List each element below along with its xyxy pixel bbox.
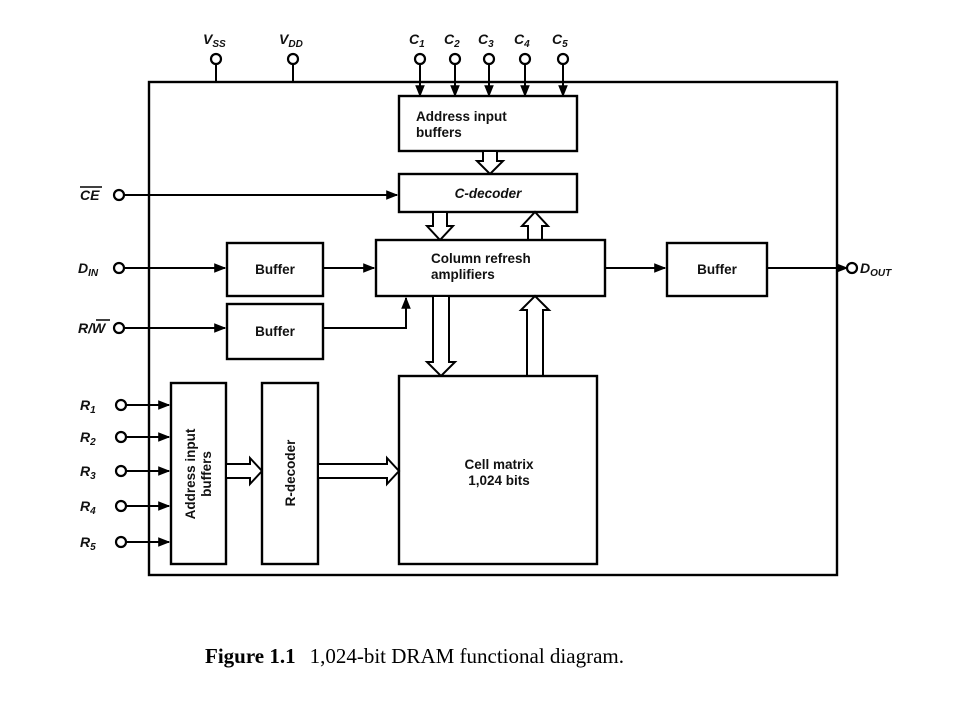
- pin-c4: C4: [514, 31, 532, 98]
- bus-rdecoder-to-cellmatrix: [317, 455, 401, 487]
- cell-matrix-line2: 1,024 bits: [468, 473, 530, 488]
- block-buffer-dout: Buffer: [665, 241, 769, 298]
- cell-matrix-line1: Cell matrix: [464, 457, 534, 472]
- pin-c2-label: C2: [444, 31, 460, 50]
- c-decoder-label: C-decoder: [455, 186, 523, 201]
- pin-dout: DOUT: [767, 260, 892, 279]
- bus-rowbuf-to-rdecoder: [225, 455, 264, 487]
- pin-c4-label: C4: [514, 31, 530, 50]
- pin-r1: R1: [80, 397, 171, 416]
- pin-vdd-label: VDD: [279, 31, 303, 50]
- pin-ce: CE: [80, 186, 399, 203]
- buffer-rw-label: Buffer: [255, 324, 295, 339]
- bus-colbuf-to-cdecoder: [474, 150, 506, 176]
- row-address-buffers-line1: Address input: [183, 428, 198, 519]
- pin-ce-label: CE: [80, 187, 100, 203]
- bus-colrefresh-to-cellmatrix: [424, 295, 458, 378]
- block-c-decoder: C-decoder: [397, 172, 579, 214]
- block-column-address-buffers: Address input buffers: [397, 94, 579, 153]
- bus-cellmatrix-to-colrefresh: [518, 294, 552, 377]
- buffer-din-label: Buffer: [255, 262, 295, 277]
- block-cell-matrix: Cell matrix 1,024 bits: [397, 374, 599, 566]
- pin-din: DIN: [78, 260, 227, 279]
- pin-r3-label: R3: [80, 463, 96, 482]
- pin-r4: R4: [80, 498, 171, 517]
- bus-colrefresh-to-cdecoder: [519, 210, 551, 241]
- pin-din-label: DIN: [78, 260, 99, 279]
- pin-c3-label: C3: [478, 31, 494, 50]
- pin-vss-label: VSS: [203, 31, 226, 50]
- figure-caption-label: Figure 1.1: [205, 644, 296, 668]
- r-decoder-label: R-decoder: [283, 439, 298, 507]
- buffer-dout-label: Buffer: [697, 262, 737, 277]
- column-address-buffers-line1: Address input: [416, 109, 507, 124]
- block-r-decoder: R-decoder: [260, 381, 320, 566]
- pin-vdd: VDD: [279, 31, 303, 82]
- pin-r5-label: R5: [80, 534, 96, 553]
- pin-r5: R5: [80, 534, 171, 553]
- row-address-buffers-line2: buffers: [199, 451, 214, 497]
- block-column-refresh-amplifiers: Column refresh amplifiers: [374, 238, 607, 298]
- pin-r4-label: R4: [80, 498, 96, 517]
- column-refresh-line1: Column refresh: [431, 251, 531, 266]
- figure-caption-text: 1,024-bit DRAM functional diagram.: [310, 644, 624, 668]
- pin-r2: R2: [80, 429, 171, 448]
- pin-r3: R3: [80, 463, 171, 482]
- pin-c2: C2: [444, 31, 462, 98]
- bus-cdecoder-to-colrefresh: [424, 211, 456, 242]
- pin-rw: R/W: [78, 319, 227, 336]
- block-row-address-buffers: Address input buffers: [169, 381, 228, 566]
- pin-c1: C1: [409, 31, 427, 98]
- pin-dout-label: DOUT: [860, 260, 892, 279]
- pin-c5-label: C5: [552, 31, 568, 50]
- pin-c3: C3: [478, 31, 496, 98]
- block-buffer-din: Buffer: [225, 241, 325, 298]
- pin-c1-label: C1: [409, 31, 425, 50]
- column-refresh-line2: amplifiers: [431, 267, 495, 282]
- figure-caption: Figure 1.1 1,024-bit DRAM functional dia…: [205, 644, 624, 668]
- pin-c5: C5: [552, 31, 570, 98]
- wire-bufferrw-to-colrefresh: [323, 296, 411, 329]
- column-address-buffers-line2: buffers: [416, 125, 462, 140]
- pin-r2-label: R2: [80, 429, 96, 448]
- block-buffer-rw: Buffer: [225, 302, 325, 361]
- pin-rw-label: R/W: [78, 320, 107, 336]
- pin-vss: VSS: [203, 31, 226, 82]
- pin-r1-label: R1: [80, 397, 96, 416]
